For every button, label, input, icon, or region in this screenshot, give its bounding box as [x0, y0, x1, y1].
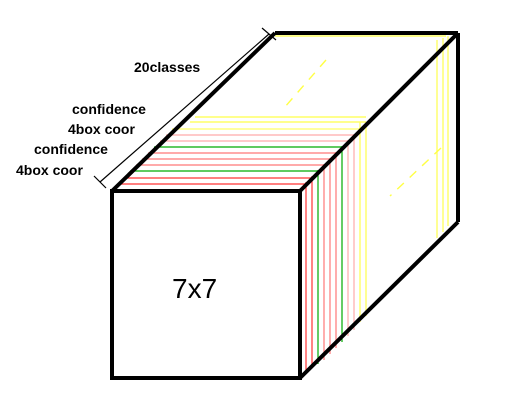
top-left-edge [110, 31, 277, 193]
box-coor-slab-1 [136, 152, 337, 360]
depth-guides [283, 59, 442, 197]
bottom-right-edge [298, 220, 460, 380]
confidence-slab-1 [154, 146, 343, 342]
cube-outline [110, 31, 460, 380]
box-coor-label-1: 4box coor [68, 121, 135, 137]
depth-bracket-tick-top [261, 27, 277, 41]
front-face-label: 7x7 [172, 273, 218, 304]
confidence-slab-2 [130, 170, 319, 364]
front-face-outline [110, 189, 302, 380]
confidence-label-2: confidence [34, 141, 108, 157]
depth-bracket-line [99, 33, 270, 183]
confidence-label-1: confidence [72, 101, 146, 117]
classes-slab [190, 35, 449, 322]
top-right-edge [298, 31, 460, 193]
box-coor-slab-1b [160, 134, 355, 336]
depth-bracket-tick-bottom [93, 175, 107, 189]
classes-label: 20classes [134, 59, 201, 75]
box-coor-label-2: 4box coor [16, 162, 83, 178]
